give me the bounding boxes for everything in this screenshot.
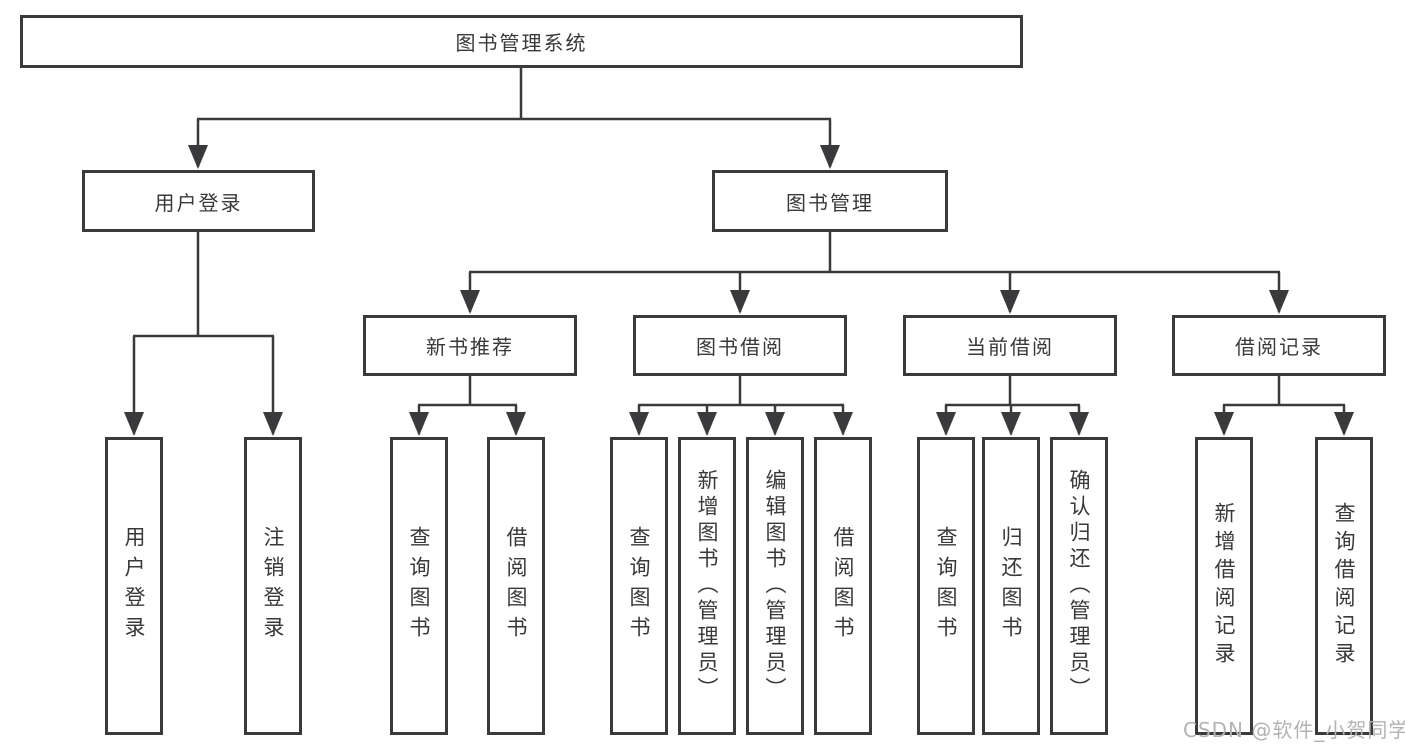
leaf-logout-login: 注销登录 [244,437,302,735]
leaf-bb-edit-books-label: 编辑图书（管理员） [763,469,788,703]
leaf-cb-query-books: 查询图书 [917,437,975,735]
leaf-bb-edit-books: 编辑图书（管理员） [746,437,804,735]
leaf-cb-confirm-return: 确认归还（管理员） [1050,437,1108,735]
node-current-borrow-label: 当前借阅 [966,335,1054,359]
leaf-bb-add-books-label: 新增图书（管理员） [695,469,720,703]
node-current-borrow: 当前借阅 [903,315,1117,376]
leaf-br-query-record: 查询借阅记录 [1315,437,1373,735]
leaf-user-login-label: 用户登录 [122,526,147,646]
node-book-borrow: 图书借阅 [633,315,847,376]
node-book-borrow-label: 图书借阅 [696,335,784,359]
leaf-bb-borrow-books: 借阅图书 [814,437,872,735]
leaf-user-login: 用户登录 [105,437,163,735]
leaf-bb-add-books: 新增图书（管理员） [678,437,736,735]
leaf-cb-confirm-return-label: 确认归还（管理员） [1067,469,1092,703]
node-book-management: 图书管理 [712,170,948,232]
leaf-nbr-borrow-books: 借阅图书 [487,437,545,735]
leaf-br-add-record: 新增借阅记录 [1195,437,1253,735]
leaf-bb-borrow-books-label: 借阅图书 [831,526,856,646]
leaf-cb-return-books: 归还图书 [982,437,1040,735]
node-root: 图书管理系统 [20,15,1023,68]
leaf-br-add-record-label: 新增借阅记录 [1212,502,1237,670]
leaf-nbr-borrow-books-label: 借阅图书 [504,526,529,646]
node-user-login-label: 用户登录 [154,190,243,215]
node-user-login: 用户登录 [82,170,315,232]
leaf-nbr-query-books: 查询图书 [390,437,448,735]
leaf-bb-query-books-label: 查询图书 [627,526,652,646]
node-new-book-recommend: 新书推荐 [363,315,577,376]
node-book-management-label: 图书管理 [786,190,874,215]
leaf-br-query-record-label: 查询借阅记录 [1332,502,1357,670]
leaf-cb-return-books-label: 归还图书 [999,526,1024,646]
node-new-book-recommend-label: 新书推荐 [426,335,514,359]
node-root-label: 图书管理系统 [455,31,588,55]
leaf-cb-query-books-label: 查询图书 [934,526,959,646]
csdn-watermark: CSDN @软件_小贺同学 [1183,718,1405,742]
node-borrow-record: 借阅记录 [1172,315,1386,376]
node-borrow-record-label: 借阅记录 [1235,335,1323,359]
leaf-nbr-query-books-label: 查询图书 [407,526,432,646]
leaf-logout-login-label: 注销登录 [261,526,286,646]
leaf-bb-query-books: 查询图书 [610,437,668,735]
